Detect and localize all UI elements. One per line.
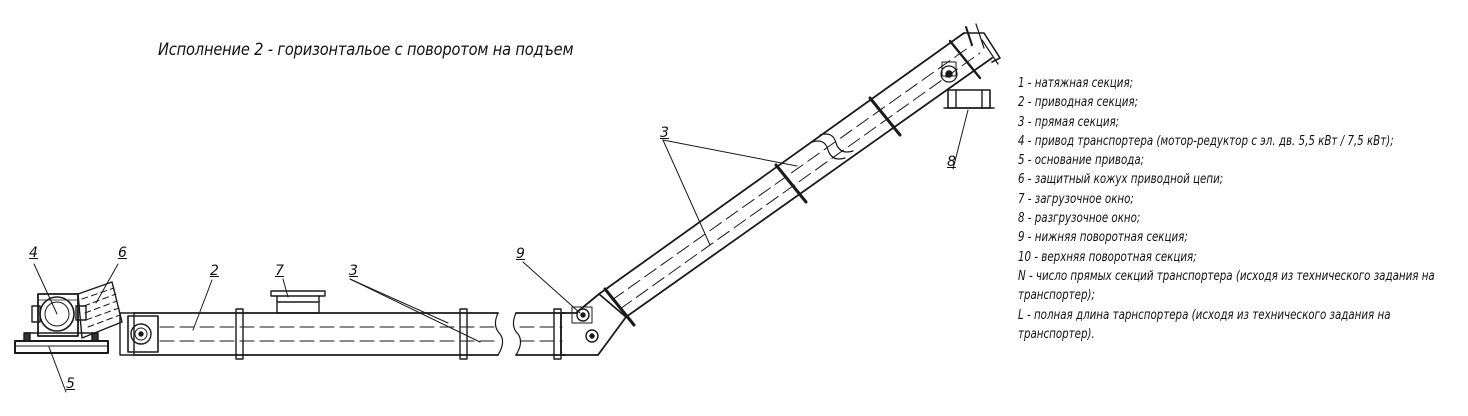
legend-item: 9 - нижняя поворотная секция; [1018,230,1188,246]
legend-item: 8 - разгрузочное окно; [1018,211,1141,227]
legend-item: 2 - приводная секция; [1018,95,1139,111]
callout-3-right: 3 [660,125,669,141]
chain-guard [77,281,123,339]
legend-item: 10 - верхняя поворотная секция; [1018,249,1197,265]
inclined-duct [598,32,993,327]
diagram-title: Исполнение 2 - горизонтальое с поворотом… [158,40,574,60]
callout-2: 2 [210,263,219,279]
loading-window [270,290,326,314]
legend-item: 6 - защитный кожух приводной цепи; [1018,172,1224,188]
upper-drive-head [940,23,1001,83]
unloading-window [943,89,995,109]
callout-9: 9 [516,246,525,262]
drive-base [14,332,109,354]
callout-5: 5 [66,376,75,392]
callout-8: 8 [947,154,956,170]
legend-item: 1 - натяжная секция; [1018,76,1134,91]
legend-item: L - полная длина тарнспортера (исходя из… [1018,307,1391,342]
horizontal-duct-left [133,308,504,360]
legend-item: N - число прямых секций транспортера (ис… [1018,268,1435,304]
callout-7: 7 [275,263,284,279]
legend-item: 4 - привод транспортера (мотор-редуктор … [1018,133,1394,149]
callout-6: 6 [118,245,127,261]
callout-3-left: 3 [349,263,358,279]
callout-4: 4 [29,245,38,261]
legend-item: 3 - прямая секция; [1018,114,1120,130]
horizontal-duct-right [512,308,566,360]
legend-item: 5 - основание привода; [1018,153,1145,169]
legend: 1 - натяжная секция; 2 - приводная секци… [1018,74,1460,344]
legend-item: 7 - загрузочное окно; [1018,191,1134,207]
leader-lines [33,109,969,393]
drive-section [119,312,159,356]
